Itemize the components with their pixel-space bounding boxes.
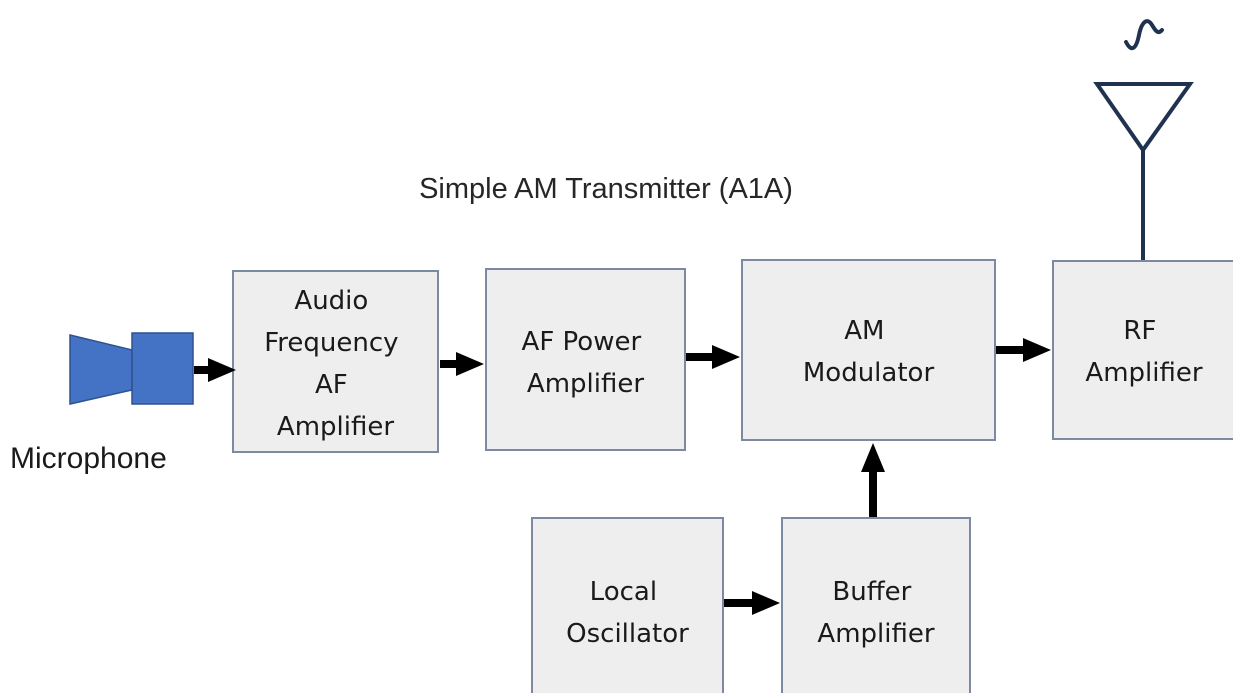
rf-amplifier-block: RF Amplifier <box>1052 260 1233 440</box>
arrow-mic-to-audio-amp <box>194 358 236 382</box>
block-label-line: Oscillator <box>566 619 689 649</box>
am-modulator-block: AM Modulator <box>741 259 996 441</box>
block-label-line: Amplifier <box>277 412 394 442</box>
microphone-label: Microphone <box>10 442 167 475</box>
block-label-line: Audio <box>294 286 368 316</box>
block-label-line: Frequency <box>264 328 398 358</box>
svg-text:Local Oscillator: Local Oscillator <box>566 577 689 649</box>
local-oscillator-block: Local Oscillator <box>531 517 724 693</box>
arrow-audio-amp-to-af-power <box>440 352 484 376</box>
block-label-line: Amplifier <box>1085 358 1202 388</box>
block-label-line: Local <box>590 577 657 607</box>
block-label-line: Buffer <box>832 577 911 607</box>
block-label-line: Modulator <box>803 358 935 388</box>
radio-wave-icon <box>1124 19 1164 51</box>
svg-text:Buffer Amplifier: Buffer Amplifier <box>817 577 934 649</box>
arrow-modulator-to-rf-amp <box>996 338 1051 362</box>
arrow-af-power-to-modulator <box>686 345 740 369</box>
block-label-line: AF <box>315 370 348 400</box>
block-label-line: RF <box>1123 316 1156 346</box>
af-power-amplifier-block: AF Power Amplifier <box>485 268 686 451</box>
arrow-oscillator-to-buffer <box>724 591 780 615</box>
svg-text:AF Power Amplifier: AF Power Amplifier <box>522 327 650 399</box>
svg-text:Audio Frequency AF: Audio Frequency AF Amplifier <box>264 286 407 442</box>
block-label-line: Amplifier <box>817 619 934 649</box>
block-label-line: Amplifier <box>527 369 644 399</box>
svg-text:RF Amplifier: RF Amplifier <box>1085 316 1202 388</box>
block-label-line: AF Power <box>522 327 642 357</box>
buffer-amplifier-block: Buffer Amplifier <box>781 517 971 693</box>
svg-text:AM Modulator: AM Modulator <box>803 316 935 388</box>
diagram-title: Simple AM Transmitter (A1A) <box>419 173 793 205</box>
block-label-line: AM <box>844 316 884 346</box>
audio-frequency-amplifier-block: Audio Frequency AF Amplifier <box>232 270 439 453</box>
antenna-icon <box>1093 82 1194 262</box>
arrow-buffer-to-modulator <box>861 443 885 517</box>
microphone-icon <box>69 332 194 405</box>
